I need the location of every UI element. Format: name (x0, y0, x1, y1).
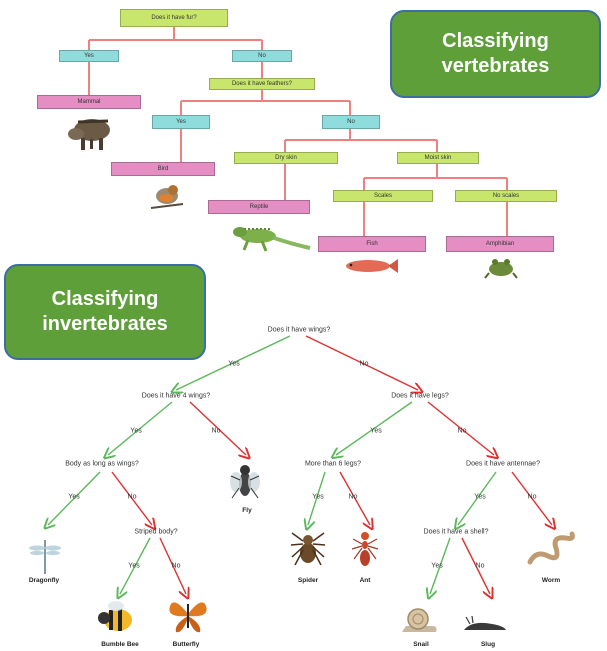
legs-no-label: No (457, 427, 467, 435)
bird-icon (150, 185, 184, 209)
snail-name: Snail (413, 641, 429, 648)
fish-text: Fish (366, 241, 378, 247)
ant-name: Ant (359, 577, 371, 584)
node-bird: Bird (111, 162, 215, 176)
striped-yes-label: Yes (128, 562, 140, 570)
invertebrates-title: Classifying invertebrates (4, 264, 206, 360)
body-no-label: No (127, 493, 137, 501)
node-feathers-yes: Yes (152, 115, 210, 129)
wings-no-label: No (359, 360, 369, 368)
frog-icon (484, 259, 518, 279)
striped-no-label: No (171, 562, 181, 570)
moist-skin-text: Moist skin (424, 155, 452, 161)
node-dry-skin: Dry skin (234, 152, 338, 164)
body-yes-label: Yes (68, 493, 80, 501)
amphibian-text: Amphibian (485, 241, 515, 247)
bumble-bee-name: Bumble Bee (101, 641, 139, 648)
butterfly-icon (169, 602, 207, 633)
node-fur-question: Does it have fur? (120, 9, 228, 27)
slug-icon (464, 615, 506, 630)
node-amphibian: Amphibian (446, 236, 554, 252)
vertebrates-title-line2: vertebrates (441, 55, 550, 77)
node-scales: Scales (333, 190, 433, 202)
snail-icon (402, 608, 437, 632)
node-fur-no: No (232, 50, 292, 62)
four-wings-no-label: No (211, 427, 221, 435)
antennae-no-label: No (527, 493, 537, 501)
fly-name: Fly (242, 507, 252, 514)
shell-question: Does it have a shell? (423, 528, 489, 536)
spider-name: Spider (297, 577, 319, 584)
no-scales-text: No scales (492, 193, 520, 199)
more-legs-question: More than 6 legs? (304, 460, 362, 468)
iguana-icon (233, 227, 311, 252)
vertebrates-title: Classifying vertebrates (390, 10, 601, 98)
body-long-question: Body as long as wings? (65, 460, 139, 468)
vertebrates-title-line1: Classifying (442, 30, 549, 52)
antennae-yes-label: Yes (474, 493, 486, 501)
node-fish: Fish (318, 236, 426, 252)
more-legs-no-label: No (348, 493, 358, 501)
fish-icon (346, 259, 398, 273)
ant-icon (351, 532, 379, 566)
shell-no-label: No (475, 562, 485, 570)
node-mammal: Mammal (37, 95, 141, 109)
four-wings-question: Does it have 4 wings? (141, 392, 211, 400)
invertebrates-title-line2: invertebrates (42, 313, 168, 335)
legs-yes-label: Yes (370, 427, 382, 435)
feathers-yes-text: Yes (176, 119, 186, 125)
feathers-question-text: Does it have feathers? (231, 81, 293, 87)
butterfly-name: Butterfly (172, 641, 200, 648)
node-reptile: Reptile (208, 200, 310, 214)
node-fur-yes: Yes (59, 50, 119, 62)
shell-yes-label: Yes (431, 562, 443, 570)
node-feathers-no: No (322, 115, 380, 129)
boar-icon (68, 119, 110, 150)
worm-icon (527, 531, 575, 565)
fur-question-text: Does it have fur? (151, 15, 197, 21)
feathers-no-text: No (347, 119, 355, 125)
dry-skin-text: Dry skin (275, 155, 297, 161)
wings-question: Does it have wings? (267, 326, 331, 334)
worm-name: Worm (541, 577, 561, 584)
mammal-text: Mammal (77, 99, 101, 105)
bumble-bee-icon (98, 601, 132, 631)
fur-yes-text: Yes (84, 53, 94, 59)
invertebrates-title-line1: Classifying (51, 288, 159, 310)
antennae-question: Does it have antennae? (466, 460, 540, 468)
spider-icon (290, 532, 326, 566)
fly-icon (230, 465, 260, 499)
slug-name: Slug (480, 641, 496, 648)
legs-question: Does it have legs? (391, 392, 449, 400)
four-wings-yes-label: Yes (130, 427, 142, 435)
striped-question: Striped body? (134, 528, 178, 536)
node-no-scales: No scales (455, 190, 557, 202)
scales-text: Scales (373, 193, 392, 199)
dragonfly-name: Dragonfly (28, 577, 60, 584)
bird-text: Bird (157, 166, 169, 172)
fur-no-text: No (258, 53, 266, 59)
wings-yes-label: Yes (228, 360, 240, 368)
more-legs-yes-label: Yes (312, 493, 324, 501)
node-moist-skin: Moist skin (397, 152, 479, 164)
reptile-text: Reptile (249, 204, 269, 210)
dragonfly-icon (29, 540, 61, 574)
node-feathers-question: Does it have feathers? (209, 78, 315, 90)
